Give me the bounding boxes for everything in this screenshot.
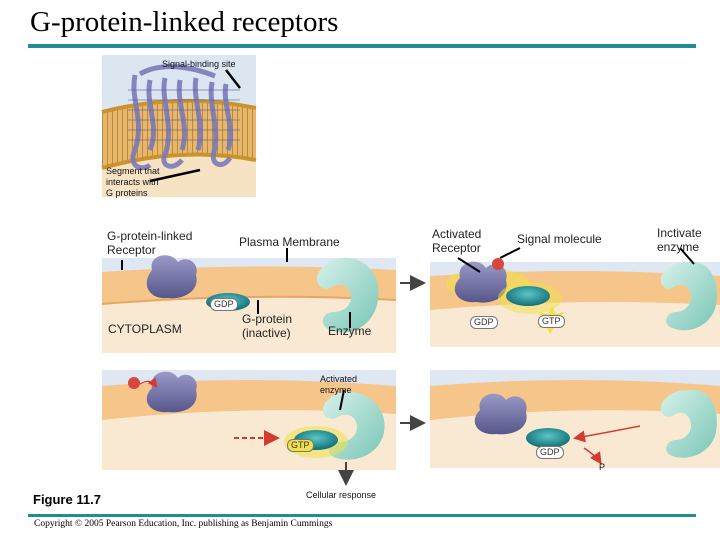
gdp-label-panel1: GDP: [210, 298, 238, 311]
segment-label-line1: Segment that: [106, 166, 160, 176]
receptor-label: G-protein-linked Receptor: [107, 229, 192, 257]
cellular-response-label: Cellular response: [306, 490, 377, 500]
inset-receptor-structure: [101, 55, 257, 197]
page-title: G-protein-linked receptors: [30, 6, 339, 38]
signal-molecule-label: Signal molecule: [517, 232, 602, 246]
gprotein-label-line2: (inactive): [242, 326, 291, 340]
inactivate-enzyme-line2: enzyme: [657, 240, 700, 254]
activated-enzyme-line2: enzyme: [320, 385, 352, 395]
activated-enzyme-label: Activated enzyme: [320, 374, 357, 396]
signal-binding-site-label: Signal-binding site: [162, 59, 236, 69]
panel-2: [430, 247, 720, 347]
receptor-label-line1: G-protein-linked: [107, 229, 193, 243]
segment-label-line3: G proteins: [106, 188, 148, 198]
inactivate-enzyme-line1: Inctivate: [657, 226, 702, 240]
panel-1: [101, 248, 397, 353]
enzyme-label: Enzyme: [328, 324, 372, 338]
gdp-label-panel2: GDP: [470, 316, 498, 329]
activated-enzyme-line1: Activated: [320, 374, 358, 384]
receptor-label-line2: Receptor: [107, 243, 156, 257]
footer-rule: [28, 514, 696, 517]
activated-receptor-line1: Activated: [432, 227, 482, 241]
cytoplasm-label: CYTOPLASM: [108, 322, 182, 336]
panel-4: [430, 370, 720, 468]
inactivate-enzyme-label: Inctivate enzyme: [657, 226, 702, 254]
panel-3: [102, 370, 396, 486]
phosphate-label: P: [599, 462, 606, 472]
copyright-text: Copyright © 2005 Pearson Education, Inc.…: [34, 519, 333, 529]
activated-receptor-label: Activated Receptor: [432, 227, 481, 255]
gprotein-label: G-protein (inactive): [242, 312, 292, 340]
plasma-membrane-label: Plasma Membrane: [239, 235, 340, 249]
segment-label-line2: interacts with: [106, 177, 159, 187]
activated-receptor-line2: Receptor: [432, 241, 481, 255]
figure-label: Figure 11.7: [33, 492, 101, 507]
gtp-label-panel3: GTP: [287, 439, 314, 452]
gprotein-label-line1: G-protein: [242, 312, 293, 326]
title-rule: [28, 44, 696, 48]
segment-label: Segment that interacts with G proteins: [106, 166, 160, 199]
gdp-label-panel4: GDP: [536, 446, 564, 459]
gtp-label-panel2: GTP: [538, 315, 565, 328]
